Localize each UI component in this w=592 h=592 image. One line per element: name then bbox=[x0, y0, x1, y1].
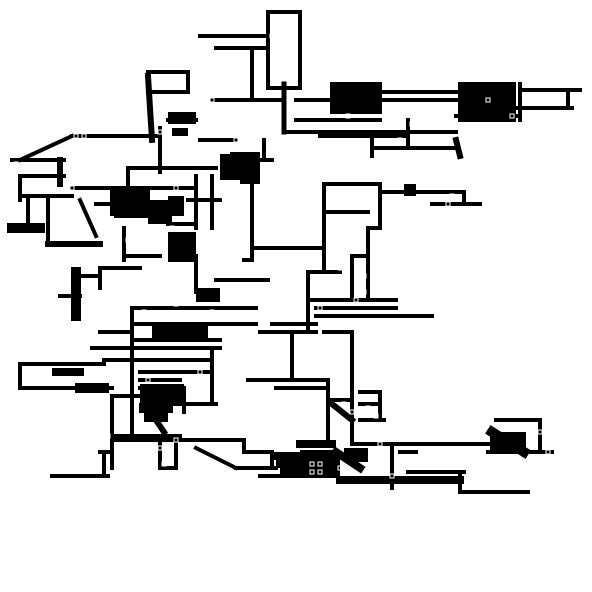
tile-marker-34 bbox=[353, 297, 359, 303]
tile-marker-10 bbox=[289, 77, 295, 83]
tile-marker-61 bbox=[537, 429, 543, 435]
tile-marker-9 bbox=[281, 69, 287, 75]
tile-marker-19 bbox=[221, 193, 227, 199]
tile-marker-37 bbox=[121, 401, 127, 407]
tile-marker-54 bbox=[13, 161, 19, 167]
room-17 bbox=[172, 244, 196, 260]
tile-marker-3 bbox=[225, 121, 231, 127]
tile-marker-58 bbox=[317, 469, 323, 475]
tile-marker-44 bbox=[157, 445, 163, 451]
room-3 bbox=[172, 128, 188, 136]
tile-marker-16 bbox=[397, 137, 403, 143]
room-12 bbox=[144, 404, 168, 422]
tile-marker-13 bbox=[509, 113, 515, 119]
tile-marker-2 bbox=[217, 121, 223, 127]
tile-marker-21 bbox=[169, 225, 175, 231]
corridor-34 bbox=[17, 133, 75, 163]
tile-marker-43 bbox=[337, 465, 343, 471]
tile-marker-42 bbox=[377, 441, 383, 447]
tile-marker-46 bbox=[105, 433, 111, 439]
tile-marker-57 bbox=[309, 469, 315, 475]
tile-marker-24 bbox=[173, 301, 179, 307]
tile-marker-63 bbox=[389, 473, 395, 479]
tile-marker-47 bbox=[173, 437, 179, 443]
tile-marker-14 bbox=[345, 113, 351, 119]
tile-marker-50 bbox=[73, 133, 79, 139]
tile-marker-53 bbox=[61, 209, 67, 215]
tile-marker-0 bbox=[157, 129, 163, 135]
corridor-45 bbox=[77, 197, 99, 239]
room-18 bbox=[230, 152, 260, 168]
tile-marker-1 bbox=[173, 141, 179, 147]
tile-marker-17 bbox=[377, 153, 383, 159]
tile-marker-52 bbox=[37, 201, 43, 207]
tile-marker-30 bbox=[361, 273, 367, 279]
tile-marker-35 bbox=[145, 377, 151, 383]
tile-marker-59 bbox=[449, 193, 455, 199]
tile-marker-56 bbox=[317, 461, 323, 467]
room-10 bbox=[152, 322, 208, 340]
tile-marker-27 bbox=[225, 313, 231, 319]
tile-marker-26 bbox=[209, 309, 215, 315]
tile-marker-28 bbox=[257, 313, 263, 319]
tile-marker-40 bbox=[365, 405, 371, 411]
tile-marker-4 bbox=[233, 137, 239, 143]
room-2 bbox=[168, 112, 196, 124]
room-19 bbox=[168, 196, 184, 216]
tile-marker-39 bbox=[349, 409, 355, 415]
tile-marker-31 bbox=[361, 289, 367, 295]
tile-marker-32 bbox=[357, 261, 363, 267]
tile-marker-15 bbox=[409, 121, 415, 127]
tile-marker-8 bbox=[289, 57, 295, 63]
tile-marker-25 bbox=[141, 309, 147, 315]
tile-marker-18 bbox=[261, 165, 267, 171]
room-14 bbox=[344, 448, 368, 462]
tile-marker-7 bbox=[273, 53, 279, 59]
tile-marker-20 bbox=[173, 185, 179, 191]
corridor-32 bbox=[144, 72, 156, 144]
tile-marker-62 bbox=[545, 449, 551, 455]
tile-marker-22 bbox=[157, 241, 163, 247]
tile-marker-64 bbox=[157, 229, 163, 235]
tile-marker-11 bbox=[209, 97, 215, 103]
tile-marker-12 bbox=[485, 97, 491, 103]
room-5 bbox=[240, 170, 260, 184]
tile-marker-5 bbox=[269, 33, 275, 39]
tile-marker-29 bbox=[337, 265, 343, 271]
tile-marker-36 bbox=[197, 369, 203, 375]
room-11 bbox=[140, 384, 184, 406]
tile-marker-60 bbox=[445, 201, 451, 207]
room-0 bbox=[330, 82, 382, 114]
tile-marker-45 bbox=[161, 461, 167, 467]
corridor-132 bbox=[327, 399, 357, 425]
tile-marker-55 bbox=[309, 461, 315, 467]
tile-marker-23 bbox=[125, 237, 131, 243]
tile-marker-49 bbox=[69, 185, 75, 191]
marker-layer bbox=[13, 33, 551, 479]
room-9 bbox=[196, 288, 220, 302]
tile-marker-6 bbox=[285, 41, 291, 47]
tile-marker-41 bbox=[373, 413, 379, 419]
room-16 bbox=[404, 184, 416, 196]
tile-marker-51 bbox=[81, 133, 87, 139]
tile-marker-48 bbox=[85, 193, 91, 199]
room-15 bbox=[490, 432, 526, 452]
room-6 bbox=[110, 186, 150, 216]
tile-marker-38 bbox=[341, 401, 347, 407]
tile-marker-33 bbox=[317, 305, 323, 311]
room-layer bbox=[110, 82, 526, 478]
corridor-114 bbox=[193, 445, 239, 471]
